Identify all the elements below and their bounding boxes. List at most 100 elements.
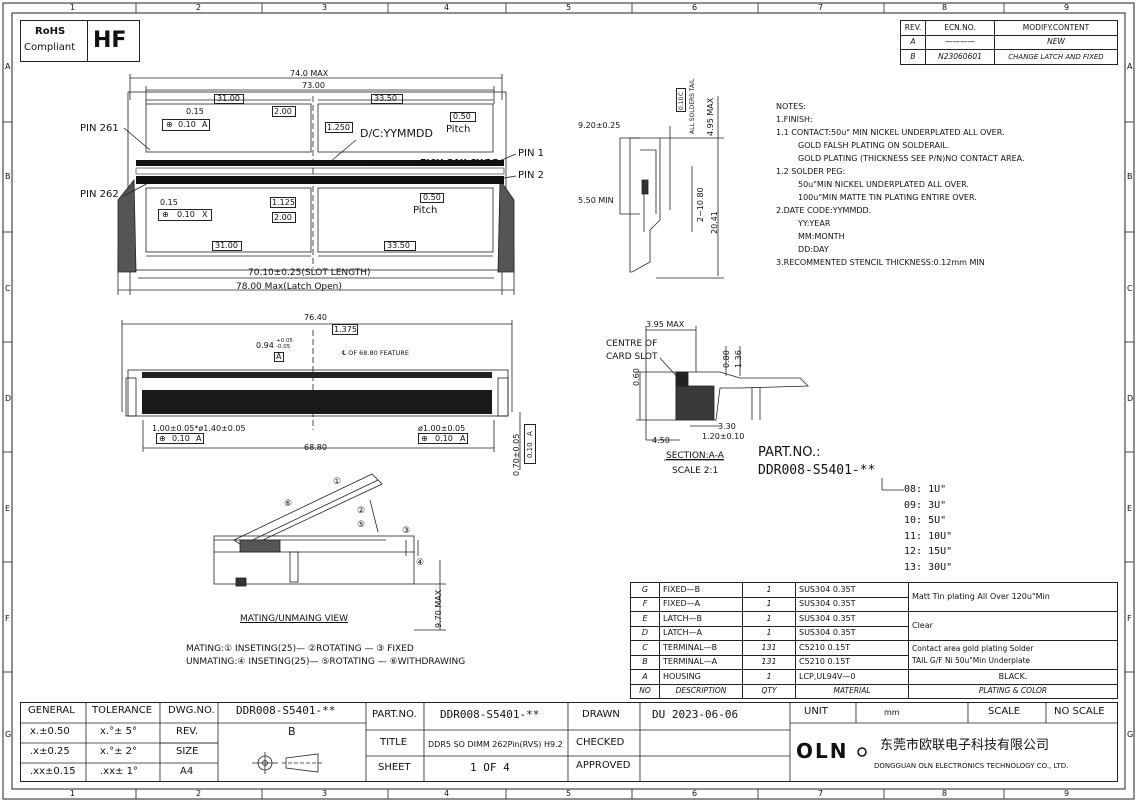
dim-label: 0.60 [632, 368, 641, 386]
dim-label: 2~10.80 [696, 187, 705, 222]
bom-desc: FIXED—B [659, 582, 743, 598]
bom-desc: LATCH—B [659, 611, 743, 627]
row-label: E [1127, 504, 1133, 513]
dim-label: 0.15 [186, 107, 204, 116]
tolerance-frame: 0.10 [435, 434, 453, 443]
col-label: 1 [70, 3, 76, 12]
dim-label: 4.50 [652, 436, 670, 445]
drawn-value: DU 2023-06-06 [652, 708, 739, 721]
pin-row-front [142, 372, 492, 414]
size-label: SIZE [176, 746, 199, 757]
dim-label: 9.70 MAX [434, 589, 443, 628]
tolerance-frame: 0.10 [178, 120, 196, 129]
tolerance-frame: 0.10 [526, 442, 534, 458]
col-label: 8 [942, 3, 948, 12]
datum-label: A [460, 434, 466, 443]
dim-label: 0.80 [722, 350, 731, 368]
oln-logo-text: OLN [796, 739, 849, 763]
unit-label: UNIT [804, 706, 828, 717]
plating-option: 09: 3U" [904, 499, 947, 511]
bom-material: SUS304 0.35T [795, 582, 909, 598]
bom-no: G [630, 582, 660, 598]
col-label: 9 [1064, 789, 1070, 798]
title-block [20, 702, 1118, 782]
bom-material: SUS304 0.35T [795, 625, 909, 641]
datum-label: A [276, 352, 282, 361]
note-line: 3.RECOMMENTED STENCIL THICKNESS:0.12mm M… [776, 258, 985, 267]
col-label: 5 [566, 789, 572, 798]
section-scale: SCALE 2:1 [672, 466, 719, 476]
note-line: 1.FINISH: [776, 115, 813, 124]
ecn-header: ECN.NO. [925, 20, 995, 36]
note-line: DD:DAY [798, 245, 829, 254]
note-line: 1.2 SOLDER PEG: [776, 167, 846, 176]
row-label: F [5, 614, 10, 623]
dim-label: 20.41 [710, 211, 719, 234]
dwg-no-value: DDR008-S5401-** [236, 704, 336, 717]
bom-header-plating: PLATING & COLOR [908, 683, 1118, 699]
bom-material: C5210 0.15T [795, 640, 909, 656]
bom-no: D [630, 625, 660, 641]
scale-value: NO SCALE [1054, 706, 1105, 717]
pitch-label: Pitch [446, 124, 471, 135]
unmating-line: UNMATING:④ INSETING(25)— ⑤ROTATING — ⑥WI… [186, 657, 466, 667]
note-line: 1.1 CONTACT:50u" MIN NICKEL UNDERPLATED … [776, 128, 1005, 137]
body-marking: DDR5 RVS H9.2 [420, 156, 499, 166]
datum-label: C [678, 91, 685, 96]
plating-option: 11: 10U" [904, 530, 953, 542]
mating-caption: MATING/UNMAING VIEW [240, 614, 348, 624]
position-icon: ⊕ [159, 434, 166, 443]
row-label: B [5, 172, 11, 181]
col-label: 6 [692, 3, 698, 12]
dim-label: 3.30 [718, 422, 736, 431]
dim-label: 4.95 MAX [706, 97, 715, 136]
center-note: ℄ OF 68.80 FEATURE [342, 349, 409, 357]
dim-label: 31.00 [217, 94, 240, 103]
col-label: 2 [196, 3, 202, 12]
dim-label: 0.70±0.05 [512, 433, 521, 476]
col-label: 9 [1064, 3, 1070, 12]
step-mark: ⑤ [357, 520, 366, 530]
pitch-label: Pitch [413, 205, 438, 216]
modify-cell: CHANGE LATCH AND FIXED [994, 49, 1118, 65]
tolerance-frame: 0.10 [172, 434, 190, 443]
note-line: 50u"MIN NICKEL UNDERPLATED ALL OVER. [798, 180, 969, 189]
oln-logo [857, 747, 867, 757]
revision-table: REV. ECN.NO. MODIFY.CONTENT A ———— NEW B… [900, 20, 1118, 65]
dim-label: 1.125 [272, 198, 295, 207]
note-line: GOLD FALSH PLATING ON SOLDERAIL. [798, 141, 950, 150]
hole-dim: 1.00±0.05*ø1.40±0.05 [152, 424, 246, 433]
pitch-value: 0.50 [423, 193, 441, 202]
unit-value: mm [884, 708, 900, 717]
tol-angular: x.°± 2° [100, 746, 138, 757]
row-label: G [1127, 730, 1134, 739]
rev-value: B [288, 725, 296, 738]
modify-header: MODIFY.CONTENT [994, 20, 1118, 36]
bom-plating-line: Contact area gold plating Solder [912, 644, 1034, 653]
bom-header-qty: QTY [742, 683, 796, 699]
bom-qty: 1 [742, 596, 796, 612]
datum-label: A [202, 120, 208, 129]
bom-no: E [630, 611, 660, 627]
partno-value: DDR008-S5401-** [758, 463, 876, 478]
lot-marking: XXXXXX [370, 160, 399, 168]
rev-cell: B [900, 49, 926, 65]
col-label: 6 [692, 789, 698, 798]
section-note: CARD SLOT [606, 352, 658, 362]
bom-qty: 1 [742, 669, 796, 685]
title-label: TITLE [380, 737, 408, 748]
bom-material: SUS304 0.35T [795, 611, 909, 627]
bom-no: F [630, 596, 660, 612]
step-mark: ⑥ [284, 499, 293, 509]
row-label: D [1127, 394, 1134, 403]
pin-row-top [135, 160, 505, 184]
step-mark: ④ [416, 558, 425, 568]
dim-label: 68.80 [304, 443, 327, 452]
row-label: G [5, 730, 12, 739]
col-label: 2 [196, 789, 202, 798]
bom-plating-line: TAIL G/F Ni 50u"Min Underplate [912, 656, 1031, 665]
modify-cell: NEW [994, 34, 1118, 50]
bom-header-desc: DESCRIPTION [659, 683, 743, 699]
